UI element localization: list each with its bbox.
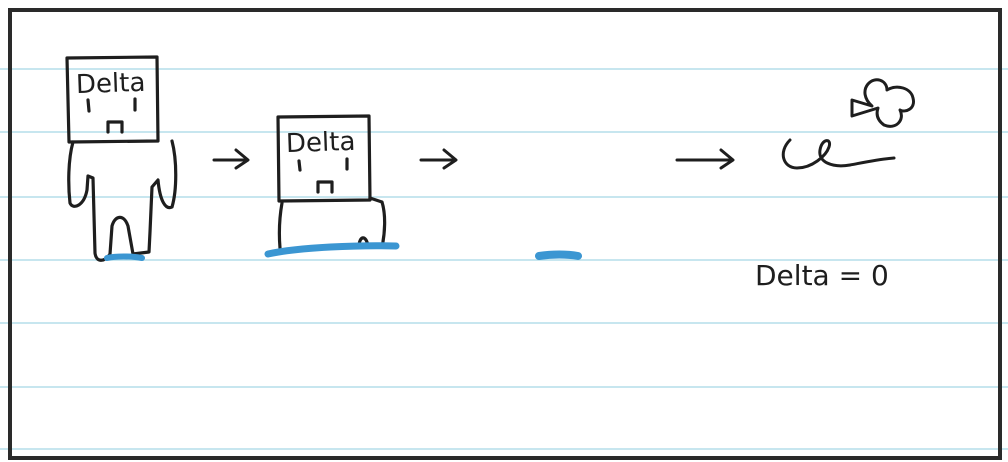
puddle-remaining xyxy=(535,250,582,260)
puddle-medium xyxy=(264,242,400,258)
arrow-1 xyxy=(212,148,250,170)
ruled-line xyxy=(0,68,1008,70)
ruled-line xyxy=(0,259,1008,261)
puddle-small xyxy=(104,253,145,261)
ruled-line xyxy=(0,131,1008,133)
figure-1-label: Delta xyxy=(75,68,145,100)
figure-2-mouth xyxy=(316,180,334,194)
page-border xyxy=(8,8,1002,460)
figure-2-label: Delta xyxy=(285,127,355,159)
squiggle xyxy=(781,138,896,170)
arrow-2 xyxy=(419,148,458,170)
ruled-line xyxy=(0,448,1008,450)
ruled-line xyxy=(0,196,1008,198)
figure-1-body xyxy=(67,139,178,262)
ruled-line xyxy=(0,386,1008,388)
ruled-line xyxy=(0,322,1008,324)
figure-1-left-eye xyxy=(86,98,91,113)
smoke-puff xyxy=(850,78,915,128)
figure-2-left-eye xyxy=(297,159,302,172)
figure-1-full xyxy=(65,55,178,262)
evaporated-remains xyxy=(781,78,915,170)
arrow-3 xyxy=(675,148,735,170)
figure-1-mouth xyxy=(106,120,124,134)
equation-text: Delta = 0 xyxy=(755,259,889,292)
figure-2-head xyxy=(276,114,372,203)
figure-1-head xyxy=(65,55,160,144)
